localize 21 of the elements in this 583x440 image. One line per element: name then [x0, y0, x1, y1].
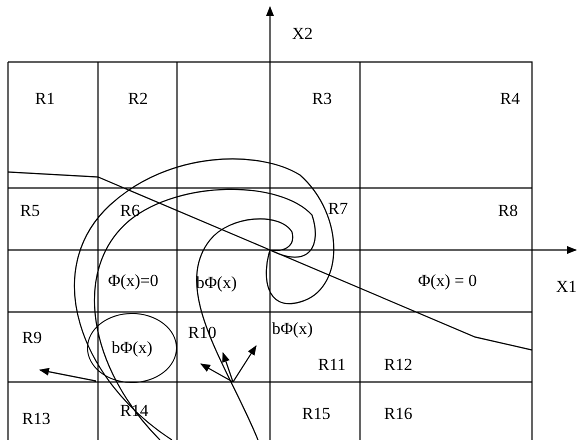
region-label: R15: [302, 405, 330, 422]
equation-label: Φ(x) = 0: [418, 272, 477, 289]
region-label: R16: [384, 405, 412, 422]
region-ellipse: [87, 313, 177, 383]
region-label: R5: [20, 202, 40, 219]
region-label: R13: [22, 410, 50, 427]
region-label: R8: [498, 202, 518, 219]
region-label: bΦ(x): [112, 338, 152, 358]
region-label: R2: [128, 90, 148, 107]
region-label: R1: [35, 90, 55, 107]
region-label: R4: [500, 90, 520, 107]
region-label: R3: [312, 90, 332, 107]
axis-label: X2: [292, 25, 313, 42]
equation-label: bΦ(x): [272, 320, 313, 337]
axis-label: X1: [556, 278, 577, 295]
region-label: R6: [120, 202, 140, 219]
equation-label: Φ(x)=0: [108, 272, 158, 289]
region-label: R9: [22, 329, 42, 346]
region-label: R11: [318, 356, 346, 373]
region-label: R7: [328, 200, 348, 217]
region-label: R12: [384, 356, 412, 373]
